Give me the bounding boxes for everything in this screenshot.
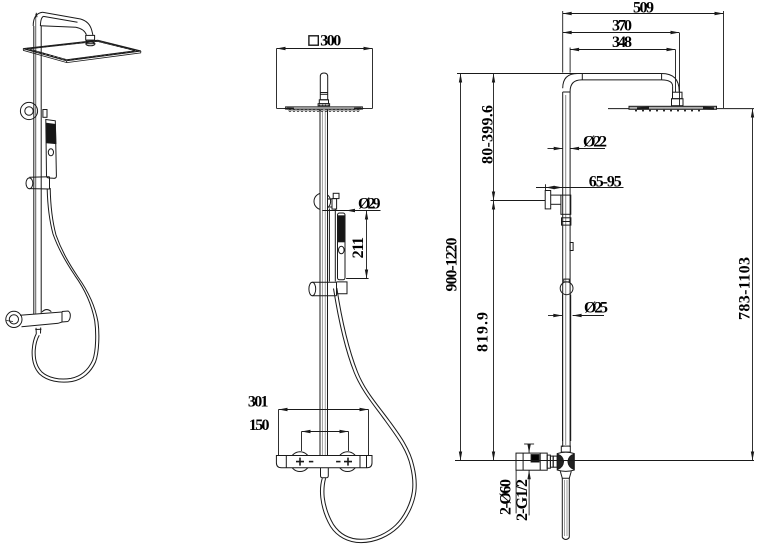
svg-text:211: 211 — [350, 237, 367, 258]
svg-text:150: 150 — [249, 417, 270, 434]
svg-text:2-G1/2: 2-G1/2 — [514, 479, 531, 521]
svg-text:370: 370 — [612, 18, 632, 35]
svg-text:300: 300 — [320, 33, 341, 50]
svg-text:509: 509 — [633, 0, 654, 16]
svg-text:65-95: 65-95 — [589, 173, 622, 190]
svg-text:900-1220: 900-1220 — [444, 238, 461, 292]
svg-text:819.9: 819.9 — [475, 312, 492, 352]
svg-text:783-1103: 783-1103 — [737, 257, 754, 320]
svg-text:Ø25: Ø25 — [584, 300, 608, 317]
svg-text:Ø22: Ø22 — [583, 134, 607, 151]
svg-text:2-Ø60: 2-Ø60 — [498, 479, 515, 515]
svg-text:Ø29: Ø29 — [358, 195, 381, 212]
svg-text:301: 301 — [248, 394, 269, 411]
svg-text:348: 348 — [612, 34, 632, 51]
svg-text:80-399.6: 80-399.6 — [480, 105, 497, 164]
